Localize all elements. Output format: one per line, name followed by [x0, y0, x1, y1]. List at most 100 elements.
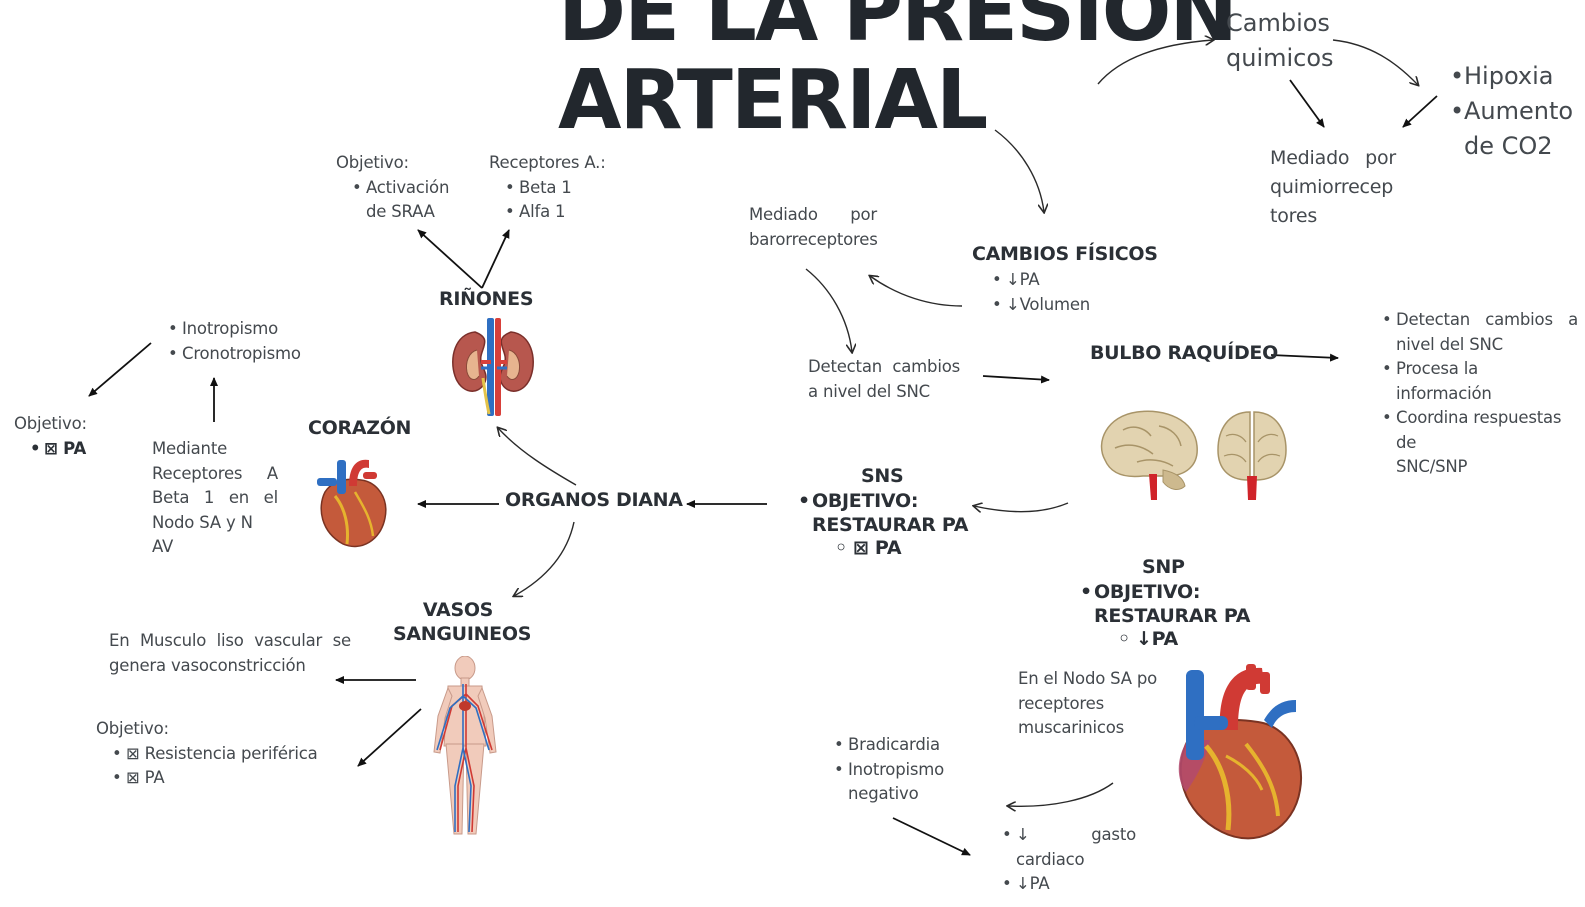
mediado-barorreceptores: Mediado por barorreceptores	[749, 203, 877, 252]
mediante-line-1: Mediante	[152, 437, 278, 462]
fisicos-item-volumen: ↓Volumen	[992, 293, 1090, 318]
musculo-line-2: genera vasoconstricción	[109, 654, 351, 679]
body-vessels-icon	[428, 656, 502, 840]
vasos-objetivo: Objetivo: ⊠ Resistencia periférica ⊠ PA	[96, 717, 318, 791]
arrow-efectos-to-resultado	[893, 818, 970, 855]
big-heart-icon	[1166, 660, 1306, 844]
vasos-title-line-2: SANGUINEOS	[393, 622, 523, 646]
brain-front-icon	[1212, 406, 1292, 506]
mediado-quimiorreceptores: Mediado por quimiorrecep tores	[1270, 144, 1396, 231]
receptor-item: Alfa 1	[505, 200, 606, 225]
vasos-musculo: En Musculo liso vascular se genera vasoc…	[109, 629, 351, 678]
corazon-objetivo-list: ⊠ PA	[30, 437, 87, 462]
bulbo-item-procesa: Procesa la información	[1382, 357, 1578, 406]
corazon-objetivo-label: Objetivo:	[14, 412, 87, 437]
vasos-objetivo-list: ⊠ Resistencia periférica ⊠ PA	[112, 742, 318, 791]
rinones-objetivo-label: Objetivo:	[336, 151, 449, 176]
corazon-effects-list: Inotropismo Cronotropismo	[168, 317, 301, 366]
title-line-2: ARTERIAL	[558, 60, 986, 142]
inotropismo-item: Inotropismo	[168, 317, 301, 342]
arrow-quimicos-to-hipoxia	[1333, 40, 1418, 85]
mediado-quimio-line-3: tores	[1270, 202, 1396, 231]
arrow-rinones-to-objetivo	[418, 230, 482, 288]
mediante-line-4: Nodo SA y N AV	[152, 511, 278, 560]
snp-nodo: En el Nodo SA po receptores muscarinicos	[1018, 667, 1157, 741]
sns-sub-item: ⊠ PA	[835, 537, 901, 559]
brain-side-icon	[1093, 406, 1203, 506]
arrow-organos-to-vasos	[514, 522, 574, 596]
detectan-cambios: Detectan cambios a nivel del SNC	[808, 355, 960, 404]
mediante-line-3: Beta 1 en el	[152, 486, 278, 511]
bradicardia-item: Bradicardia	[834, 733, 944, 758]
snp-title: SNP	[1142, 556, 1185, 578]
nodo-line-2: receptores	[1018, 692, 1157, 717]
snp-objetivo-list: OBJETIVO:RESTAURAR PA	[1080, 580, 1250, 628]
organos-diana-title: ORGANOS DIANA	[505, 489, 683, 511]
bulbo-title: BULBO RAQUÍDEO	[1090, 342, 1278, 364]
cronotropismo-item: Cronotropismo	[168, 342, 301, 367]
arrow-bulbo-to-items	[1271, 355, 1338, 358]
mediante-line-2: Receptores A	[152, 462, 278, 487]
sns-objetivo-list: OBJETIVO:RESTAURAR PA	[798, 489, 968, 537]
nodo-line-3: muscarinicos	[1018, 716, 1157, 741]
rinones-receptores-label: Receptores A.:	[489, 151, 606, 176]
arrow-title-to-fisicos	[995, 130, 1044, 212]
nodo-line-1: En el Nodo SA po	[1018, 667, 1157, 692]
cambios-quimicos-line-1: Cambios	[1226, 6, 1334, 41]
cambios-fisicos-title: CAMBIOS FÍSICOS	[972, 243, 1158, 265]
vasos-title-line-1: VASOS	[393, 598, 523, 622]
receptor-item: Beta 1	[505, 176, 606, 201]
musculo-line-1: En Musculo liso vascular se	[109, 629, 351, 654]
snp-pa-item: ↓PA	[1002, 872, 1136, 897]
mediado-quimio-line-2: quimiorrecep	[1270, 173, 1396, 202]
arrow-vasos-to-objetivo	[358, 709, 421, 766]
vasos-pa-item: ⊠ PA	[112, 766, 318, 791]
arrow-fisicos-to-baro	[870, 276, 962, 306]
snp-sub-list: ↓PA	[1118, 628, 1178, 650]
cambios-quimicos-label: Cambios quimicos	[1226, 6, 1334, 76]
sns-sub-list: ⊠ PA	[835, 537, 901, 559]
vasos-objetivo-label: Objetivo:	[96, 717, 318, 742]
cambios-quimicos-line-2: quimicos	[1226, 41, 1334, 76]
arrow-bulbo-to-sns	[974, 503, 1068, 512]
arrow-quimicos-to-mediado	[1290, 80, 1324, 127]
corazon-mediante: Mediante Receptores A Beta 1 en el Nodo …	[152, 437, 278, 560]
arrow-inotropismo-to-objetivo	[89, 343, 151, 396]
corazon-objetivo-item: ⊠ PA	[30, 437, 87, 462]
rinones-receptores-list: Beta 1 Alfa 1	[505, 176, 606, 225]
arrow-rinones-to-receptores	[482, 230, 509, 288]
snp-sub-item: ↓PA	[1118, 628, 1178, 650]
rinones-title: RIÑONES	[439, 288, 533, 310]
mediado-quimio-line-1: Mediado por	[1270, 144, 1396, 173]
arrow-detectan-to-bulbo	[983, 376, 1049, 380]
cambios-fisicos-list: ↓PA ↓Volumen	[992, 268, 1090, 317]
corazon-title: CORAZÓN	[308, 417, 411, 439]
rinones-receptores: Receptores A.: Beta 1 Alfa 1	[489, 151, 606, 225]
arrow-hipoxia-to-mediado	[1403, 96, 1437, 127]
arrow-snp-heart-to-efectos	[1008, 783, 1113, 806]
sns-title: SNS	[861, 465, 903, 487]
corazon-objetivo: Objetivo: ⊠ PA	[14, 412, 87, 461]
resistencia-item: ⊠ Resistencia periférica	[112, 742, 318, 767]
sns-objetivo-item: OBJETIVO:RESTAURAR PA	[798, 489, 968, 537]
title-line-1: DE LA PRESION	[558, 0, 1236, 54]
detectan-line-2: a nivel del SNC	[808, 380, 960, 405]
baro-line-2: barorreceptores	[749, 228, 877, 253]
snp-objetivo-item: OBJETIVO:RESTAURAR PA	[1080, 580, 1250, 628]
hipoxia-item: Hipoxia	[1450, 59, 1580, 94]
kidney-icon	[447, 318, 539, 416]
vasos-title: VASOS SANGUINEOS	[393, 598, 523, 646]
baro-line-1: Mediado por	[749, 203, 877, 228]
fisicos-item-pa: ↓PA	[992, 268, 1090, 293]
